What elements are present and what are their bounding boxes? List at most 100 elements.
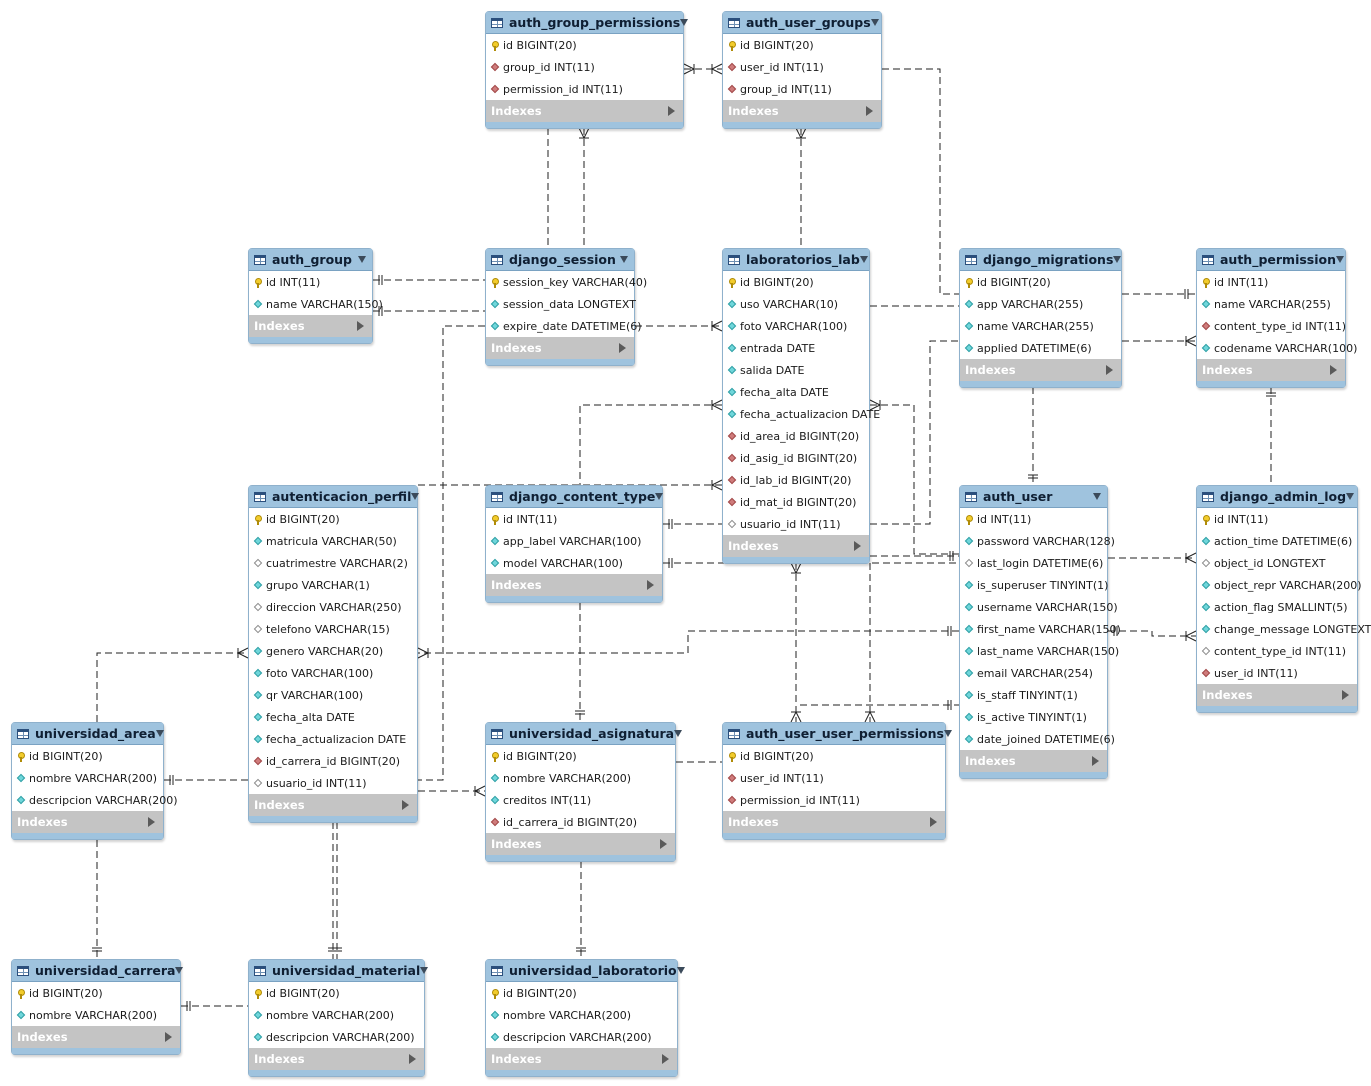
column-row[interactable]: qr VARCHAR(100) <box>249 684 417 706</box>
indexes-section[interactable]: Indexes <box>1197 684 1357 706</box>
column-row[interactable]: id_asig_id BIGINT(20) <box>723 447 869 469</box>
expand-arrow-icon[interactable] <box>409 1054 416 1064</box>
table-header[interactable]: auth_permission <box>1197 249 1345 271</box>
column-row[interactable]: last_login DATETIME(6) <box>960 552 1107 574</box>
column-row[interactable]: action_flag SMALLINT(5) <box>1197 596 1357 618</box>
column-row[interactable]: id INT(11) <box>1197 271 1345 293</box>
indexes-section[interactable]: Indexes <box>960 359 1121 381</box>
column-row[interactable]: salida DATE <box>723 359 869 381</box>
column-row[interactable]: session_data LONGTEXT <box>486 293 636 315</box>
chevron-down-icon[interactable] <box>676 967 685 974</box>
table-header[interactable]: django_session <box>486 249 634 271</box>
table-header[interactable]: auth_user_groups <box>723 12 881 34</box>
chevron-down-icon[interactable] <box>1336 256 1345 263</box>
column-row[interactable]: nombre VARCHAR(200) <box>12 767 163 789</box>
chevron-down-icon[interactable] <box>420 967 429 974</box>
column-row[interactable]: usuario_id INT(11) <box>723 513 869 535</box>
chevron-down-icon[interactable] <box>411 493 420 500</box>
chevron-down-icon[interactable] <box>1346 493 1355 500</box>
expand-arrow-icon[interactable] <box>930 817 937 827</box>
column-row[interactable]: id_lab_id BIGINT(20) <box>723 469 869 491</box>
column-row[interactable]: object_id LONGTEXT <box>1197 552 1357 574</box>
column-row[interactable]: direccion VARCHAR(250) <box>249 596 417 618</box>
column-row[interactable]: is_active TINYINT(1) <box>960 706 1107 728</box>
table-header[interactable]: universidad_asignatura <box>486 723 683 745</box>
expand-arrow-icon[interactable] <box>165 1032 172 1042</box>
column-row[interactable]: fecha_actualizacion DATE <box>723 403 880 425</box>
column-row[interactable]: expire_date DATETIME(6) <box>486 315 642 337</box>
column-row[interactable]: id INT(11) <box>249 271 372 293</box>
column-row[interactable]: descripcion VARCHAR(200) <box>249 1026 424 1048</box>
column-row[interactable]: nombre VARCHAR(200) <box>486 767 675 789</box>
expand-arrow-icon[interactable] <box>1106 365 1113 375</box>
column-row[interactable]: id INT(11) <box>1197 508 1357 530</box>
indexes-section[interactable]: Indexes <box>723 100 881 122</box>
column-row[interactable]: id BIGINT(20) <box>486 34 683 56</box>
indexes-section[interactable]: Indexes <box>723 535 869 557</box>
expand-arrow-icon[interactable] <box>357 321 364 331</box>
column-row[interactable]: id_area_id BIGINT(20) <box>723 425 869 447</box>
column-row[interactable]: nombre VARCHAR(200) <box>486 1004 677 1026</box>
table-header[interactable]: auth_user <box>960 486 1107 508</box>
column-row[interactable]: id BIGINT(20) <box>12 745 163 767</box>
chevron-down-icon[interactable] <box>859 256 868 263</box>
column-row[interactable]: date_joined DATETIME(6) <box>960 728 1115 750</box>
column-row[interactable]: foto VARCHAR(100) <box>723 315 869 337</box>
chevron-down-icon[interactable] <box>1113 256 1122 263</box>
column-row[interactable]: username VARCHAR(150) <box>960 596 1118 618</box>
expand-arrow-icon[interactable] <box>619 343 626 353</box>
column-row[interactable]: usuario_id INT(11) <box>249 772 417 794</box>
column-row[interactable]: entrada DATE <box>723 337 869 359</box>
chevron-down-icon[interactable] <box>943 730 952 737</box>
column-row[interactable]: foto VARCHAR(100) <box>249 662 417 684</box>
table-header[interactable]: django_content_type <box>486 486 664 508</box>
column-row[interactable]: name VARCHAR(150) <box>249 293 383 315</box>
column-row[interactable]: permission_id INT(11) <box>723 789 945 811</box>
column-row[interactable]: last_name VARCHAR(150) <box>960 640 1119 662</box>
column-row[interactable]: telefono VARCHAR(15) <box>249 618 417 640</box>
indexes-section[interactable]: Indexes <box>249 1048 424 1070</box>
column-row[interactable]: first_name VARCHAR(150) <box>960 618 1121 640</box>
column-row[interactable]: creditos INT(11) <box>486 789 675 811</box>
column-row[interactable]: email VARCHAR(254) <box>960 662 1107 684</box>
indexes-section[interactable]: Indexes <box>723 811 945 833</box>
column-row[interactable]: descripcion VARCHAR(200) <box>12 789 178 811</box>
expand-arrow-icon[interactable] <box>402 800 409 810</box>
column-row[interactable]: matricula VARCHAR(50) <box>249 530 417 552</box>
column-row[interactable]: change_message LONGTEXT <box>1197 618 1371 640</box>
expand-arrow-icon[interactable] <box>668 106 675 116</box>
indexes-section[interactable]: Indexes <box>486 574 662 596</box>
column-row[interactable]: applied DATETIME(6) <box>960 337 1121 359</box>
chevron-down-icon[interactable] <box>620 256 628 263</box>
column-row[interactable]: uso VARCHAR(10) <box>723 293 869 315</box>
column-row[interactable]: id BIGINT(20) <box>723 271 869 293</box>
indexes-section[interactable]: Indexes <box>486 833 675 855</box>
column-row[interactable]: cuatrimestre VARCHAR(2) <box>249 552 417 574</box>
table-header[interactable]: universidad_area <box>12 723 164 745</box>
column-row[interactable]: id BIGINT(20) <box>723 34 881 56</box>
column-row[interactable]: content_type_id INT(11) <box>1197 315 1346 337</box>
column-row[interactable]: content_type_id INT(11) <box>1197 640 1357 662</box>
column-row[interactable]: id BIGINT(20) <box>249 982 424 1004</box>
expand-arrow-icon[interactable] <box>662 1054 669 1064</box>
table-header[interactable]: autenticacion_perfil <box>249 486 420 508</box>
column-row[interactable]: fecha_alta DATE <box>723 381 869 403</box>
indexes-section[interactable]: Indexes <box>486 100 683 122</box>
column-row[interactable]: permission_id INT(11) <box>486 78 683 100</box>
chevron-down-icon[interactable] <box>655 493 664 500</box>
column-row[interactable]: is_superuser TINYINT(1) <box>960 574 1108 596</box>
column-row[interactable]: descripcion VARCHAR(200) <box>486 1026 677 1048</box>
column-row[interactable]: object_repr VARCHAR(200) <box>1197 574 1362 596</box>
column-row[interactable]: app VARCHAR(255) <box>960 293 1121 315</box>
column-row[interactable]: id BIGINT(20) <box>960 271 1121 293</box>
